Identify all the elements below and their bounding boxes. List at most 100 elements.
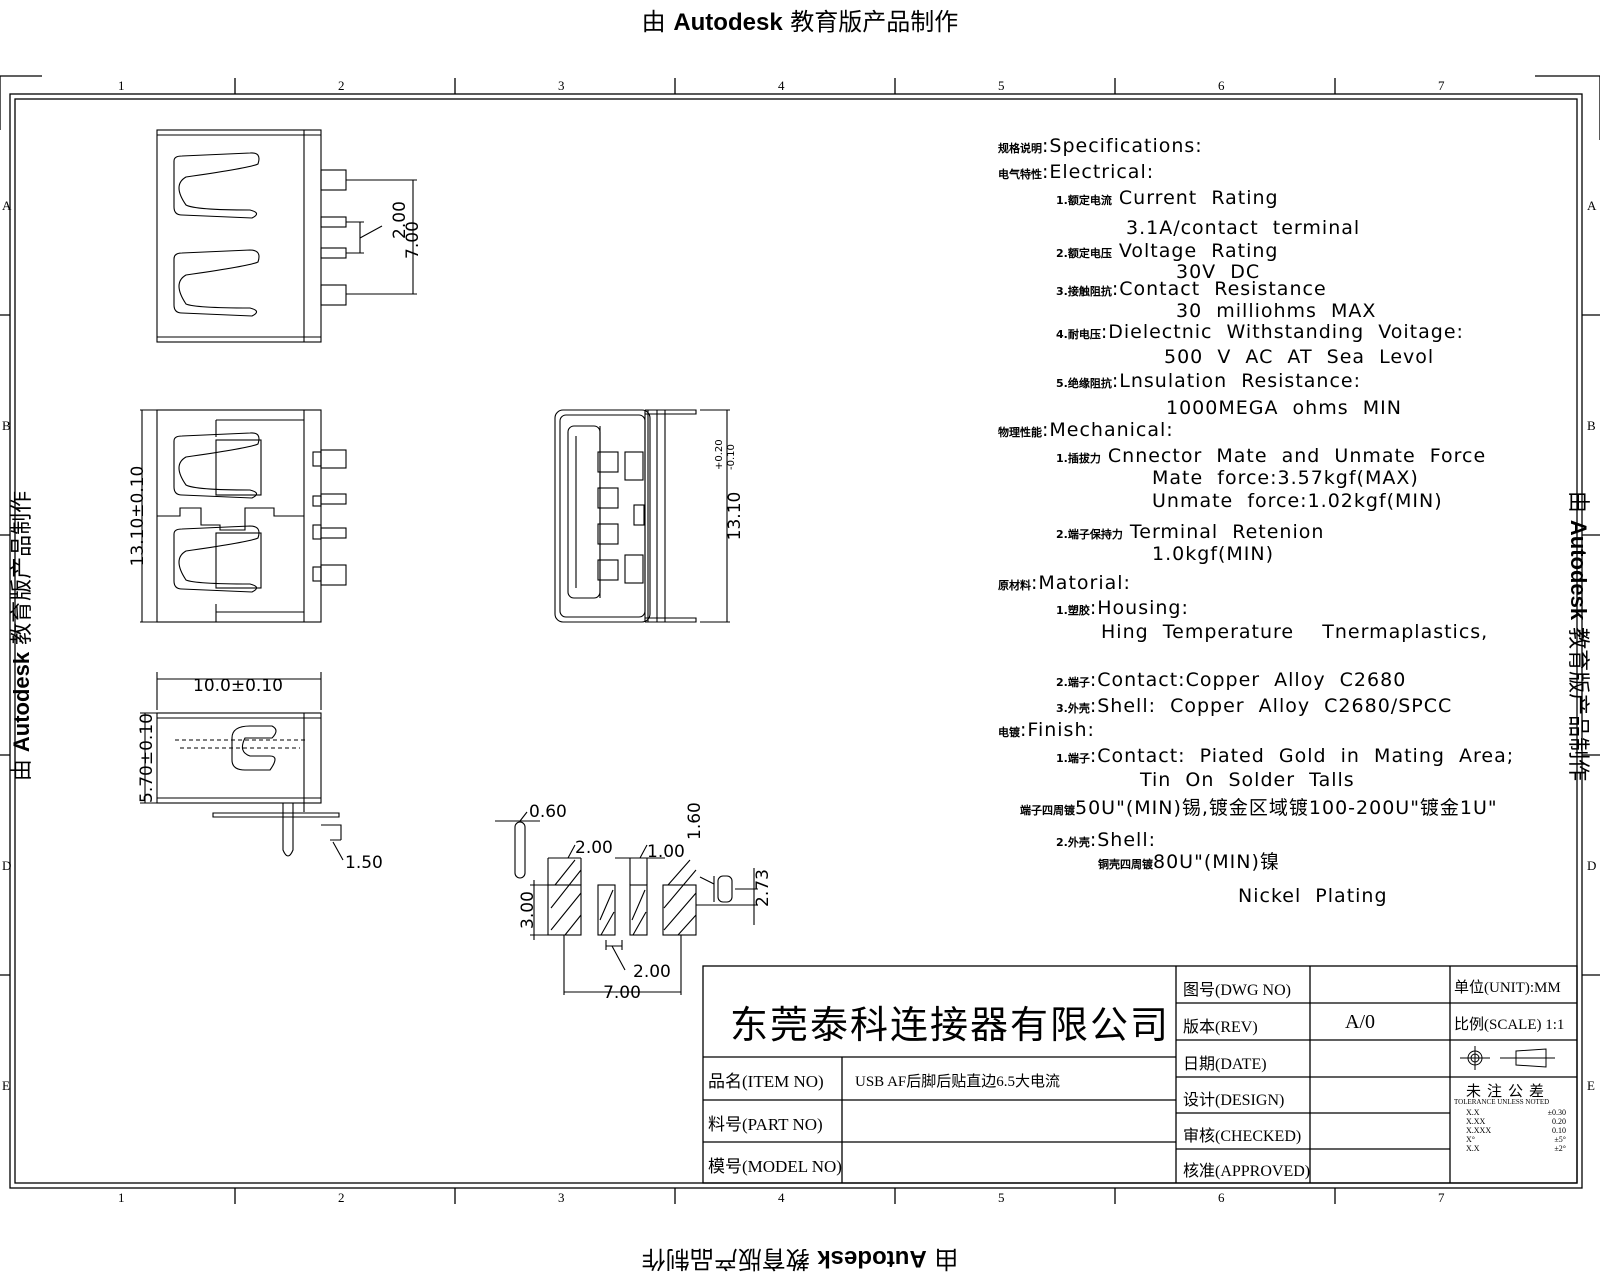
spec-line: Tin On Solder Talls: [1140, 769, 1355, 791]
checked-label: 审核(CHECKED): [1183, 1128, 1302, 1145]
dim-span-7-00: 7.00: [403, 221, 423, 259]
zone-col-2: 2: [338, 78, 345, 93]
item-no-value: USB AF后脚后贴直边6.5大电流: [855, 1074, 1061, 1090]
side-view: [140, 672, 344, 861]
zone-row-a: A: [2, 198, 12, 213]
zone-col-1: 1: [118, 78, 125, 93]
front-view: [140, 409, 347, 623]
spec-line: 电镀:Finish:: [998, 719, 1095, 741]
model-no-label: 模号(MODEL NO): [708, 1157, 842, 1176]
tolerance-row: X.X±2°: [1466, 1144, 1566, 1153]
zone-col-1-bottom: 1: [118, 1190, 125, 1205]
company-name: 东莞泰科连接器有限公司: [730, 1005, 1171, 1047]
zone-row-e-right: E: [1587, 1078, 1595, 1093]
dim-pad-height-3-00: 3.00: [518, 891, 538, 929]
spec-line: 1.0kgf(MIN): [1152, 543, 1275, 565]
item-no-label: 品名(ITEM NO): [708, 1072, 824, 1091]
approved-label: 核准(APPROVED): [1183, 1163, 1311, 1180]
zone-col-7-bottom: 7: [1438, 1190, 1445, 1205]
dim-height-5-70: 5.70±0.10: [137, 713, 157, 803]
zone-row-b: B: [2, 418, 11, 433]
dim-pad-1-00: 1.00: [647, 842, 685, 862]
dim-end-minus: -0.10: [726, 444, 737, 470]
spec-line: 1.塑胶:Housing:: [1056, 597, 1189, 619]
top-view: [156, 129, 417, 343]
tolerance-row: X°±5°: [1466, 1135, 1566, 1144]
spec-line: 30V DC: [1176, 261, 1261, 283]
zone-row-d: D: [2, 858, 12, 873]
zone-col-5: 5: [998, 78, 1005, 93]
zone-col-4-bottom: 4: [778, 1190, 785, 1205]
rev-value: A/0: [1345, 1011, 1375, 1033]
zone-row-e: E: [2, 1078, 10, 1093]
zone-row-d-right: D: [1587, 858, 1597, 873]
spec-line: 2.额定电压 Voltage Rating: [1056, 240, 1279, 262]
spec-line: 1.额定电流 Current Rating: [1056, 187, 1279, 209]
spec-line: 端子四周镀50U"(MIN)锡,镀金区域镀100-200U"镀金1U": [1020, 797, 1498, 819]
zone-col-4: 4: [778, 78, 785, 93]
dim-length-10-0: 10.0±0.10: [193, 676, 283, 696]
spec-line: 规格说明:Specifications:: [998, 135, 1203, 157]
spec-line: 电气特性:Electrical:: [998, 161, 1155, 183]
spec-line: 物理性能:Mechanical:: [998, 419, 1174, 441]
dim-end-plus: +0.20: [714, 439, 725, 470]
spec-line: 1.插拔力 Cnnector Mate and Unmate Force: [1056, 445, 1487, 467]
corner-mark-tl: [0, 75, 42, 130]
spec-line: 2.端子:Contact:Copper Alloy C2680: [1056, 669, 1407, 691]
spec-line: 500 V AC AT Sea Levol: [1164, 346, 1435, 368]
dim-pitch-2-00b: 2.00: [633, 962, 671, 982]
dim-pitch-2-00: 2.00: [390, 201, 410, 239]
outer-frame: [9, 93, 1583, 1189]
spec-line: 2.端子保持力 Terminal Retenion: [1056, 521, 1325, 543]
spec-line: 4.耐电压:Dielectnic Withstanding Voitage:: [1056, 321, 1464, 343]
dwg-no-label: 图号(DWG NO): [1183, 982, 1291, 999]
rev-label: 版本(REV): [1183, 1019, 1258, 1036]
zone-col-7: 7: [1438, 78, 1445, 93]
spec-line: 1000MEGA ohms MIN: [1166, 397, 1402, 419]
dim-end-nominal: 13.10: [725, 492, 745, 541]
dim-tail-1-50: 1.50: [345, 853, 383, 873]
dim-hole-1-60: 1.60: [685, 802, 705, 840]
unit-field: 单位(UNIT):MM: [1454, 980, 1561, 996]
watermark-top: 由 Autodesk 教育版产品制作: [641, 8, 959, 36]
spec-line: 铜壳四周镀80U"(MIN)镍: [1098, 851, 1280, 873]
zone-col-6: 6: [1218, 78, 1225, 93]
spec-line: 1.端子:Contact: Piated Gold in Mating Area…: [1056, 745, 1515, 767]
tolerance-row: X.X±0.30: [1466, 1108, 1566, 1117]
dim-pad-2-00: 2.00: [575, 838, 613, 858]
spec-line: Mate force:3.57kgf(MAX): [1152, 467, 1419, 489]
date-label: 日期(DATE): [1183, 1056, 1267, 1073]
spec-line: Nickel Plating: [1238, 885, 1388, 907]
dim-pin-0-60: 0.60: [529, 802, 567, 822]
tolerance-title: 未注公差: [1466, 1084, 1551, 1100]
design-label: 设计(DESIGN): [1183, 1092, 1285, 1109]
spec-line: 2.外壳:Shell:: [1056, 829, 1156, 851]
scale-field: 比例(SCALE) 1:1: [1454, 1017, 1565, 1033]
dim-offset-2-73: 2.73: [753, 869, 773, 907]
corner-mark-tr: [1535, 75, 1600, 140]
end-view: [554, 409, 730, 623]
zone-col-6-bottom: 6: [1218, 1190, 1225, 1205]
spec-line: Hing Temperature Tnermaplastics,: [1101, 621, 1489, 643]
spec-line: 3.接触阻抗:Contact Resistance: [1056, 278, 1327, 300]
pcb-footprint: [495, 811, 758, 995]
spec-line: 3.外壳:Shell: Copper Alloy C2680/SPCC: [1056, 695, 1453, 717]
spec-line: 3.1A/contact terminal: [1126, 217, 1361, 239]
zone-col-5-bottom: 5: [998, 1190, 1005, 1205]
zone-col-3: 3: [558, 78, 565, 93]
tolerance-subtitle: TOLERANCE UNLESS NOTED: [1454, 1098, 1550, 1106]
part-no-label: 料号(PART NO): [708, 1115, 823, 1134]
spec-line: Unmate force:1.02kgf(MIN): [1152, 490, 1443, 512]
projection-symbol-icon: [1460, 1044, 1560, 1072]
zone-col-2-bottom: 2: [338, 1190, 345, 1205]
title-block-grid: [702, 965, 1578, 1184]
dim-span-7-00b: 7.00: [603, 983, 641, 1003]
dim-width-13-10: 13.10±0.10: [128, 466, 148, 567]
spec-line: 30 milliohms MAX: [1176, 300, 1377, 322]
zone-col-3-bottom: 3: [558, 1190, 565, 1205]
spec-line: 5.绝缘阻抗:Lnsulation Resistance:: [1056, 370, 1361, 392]
